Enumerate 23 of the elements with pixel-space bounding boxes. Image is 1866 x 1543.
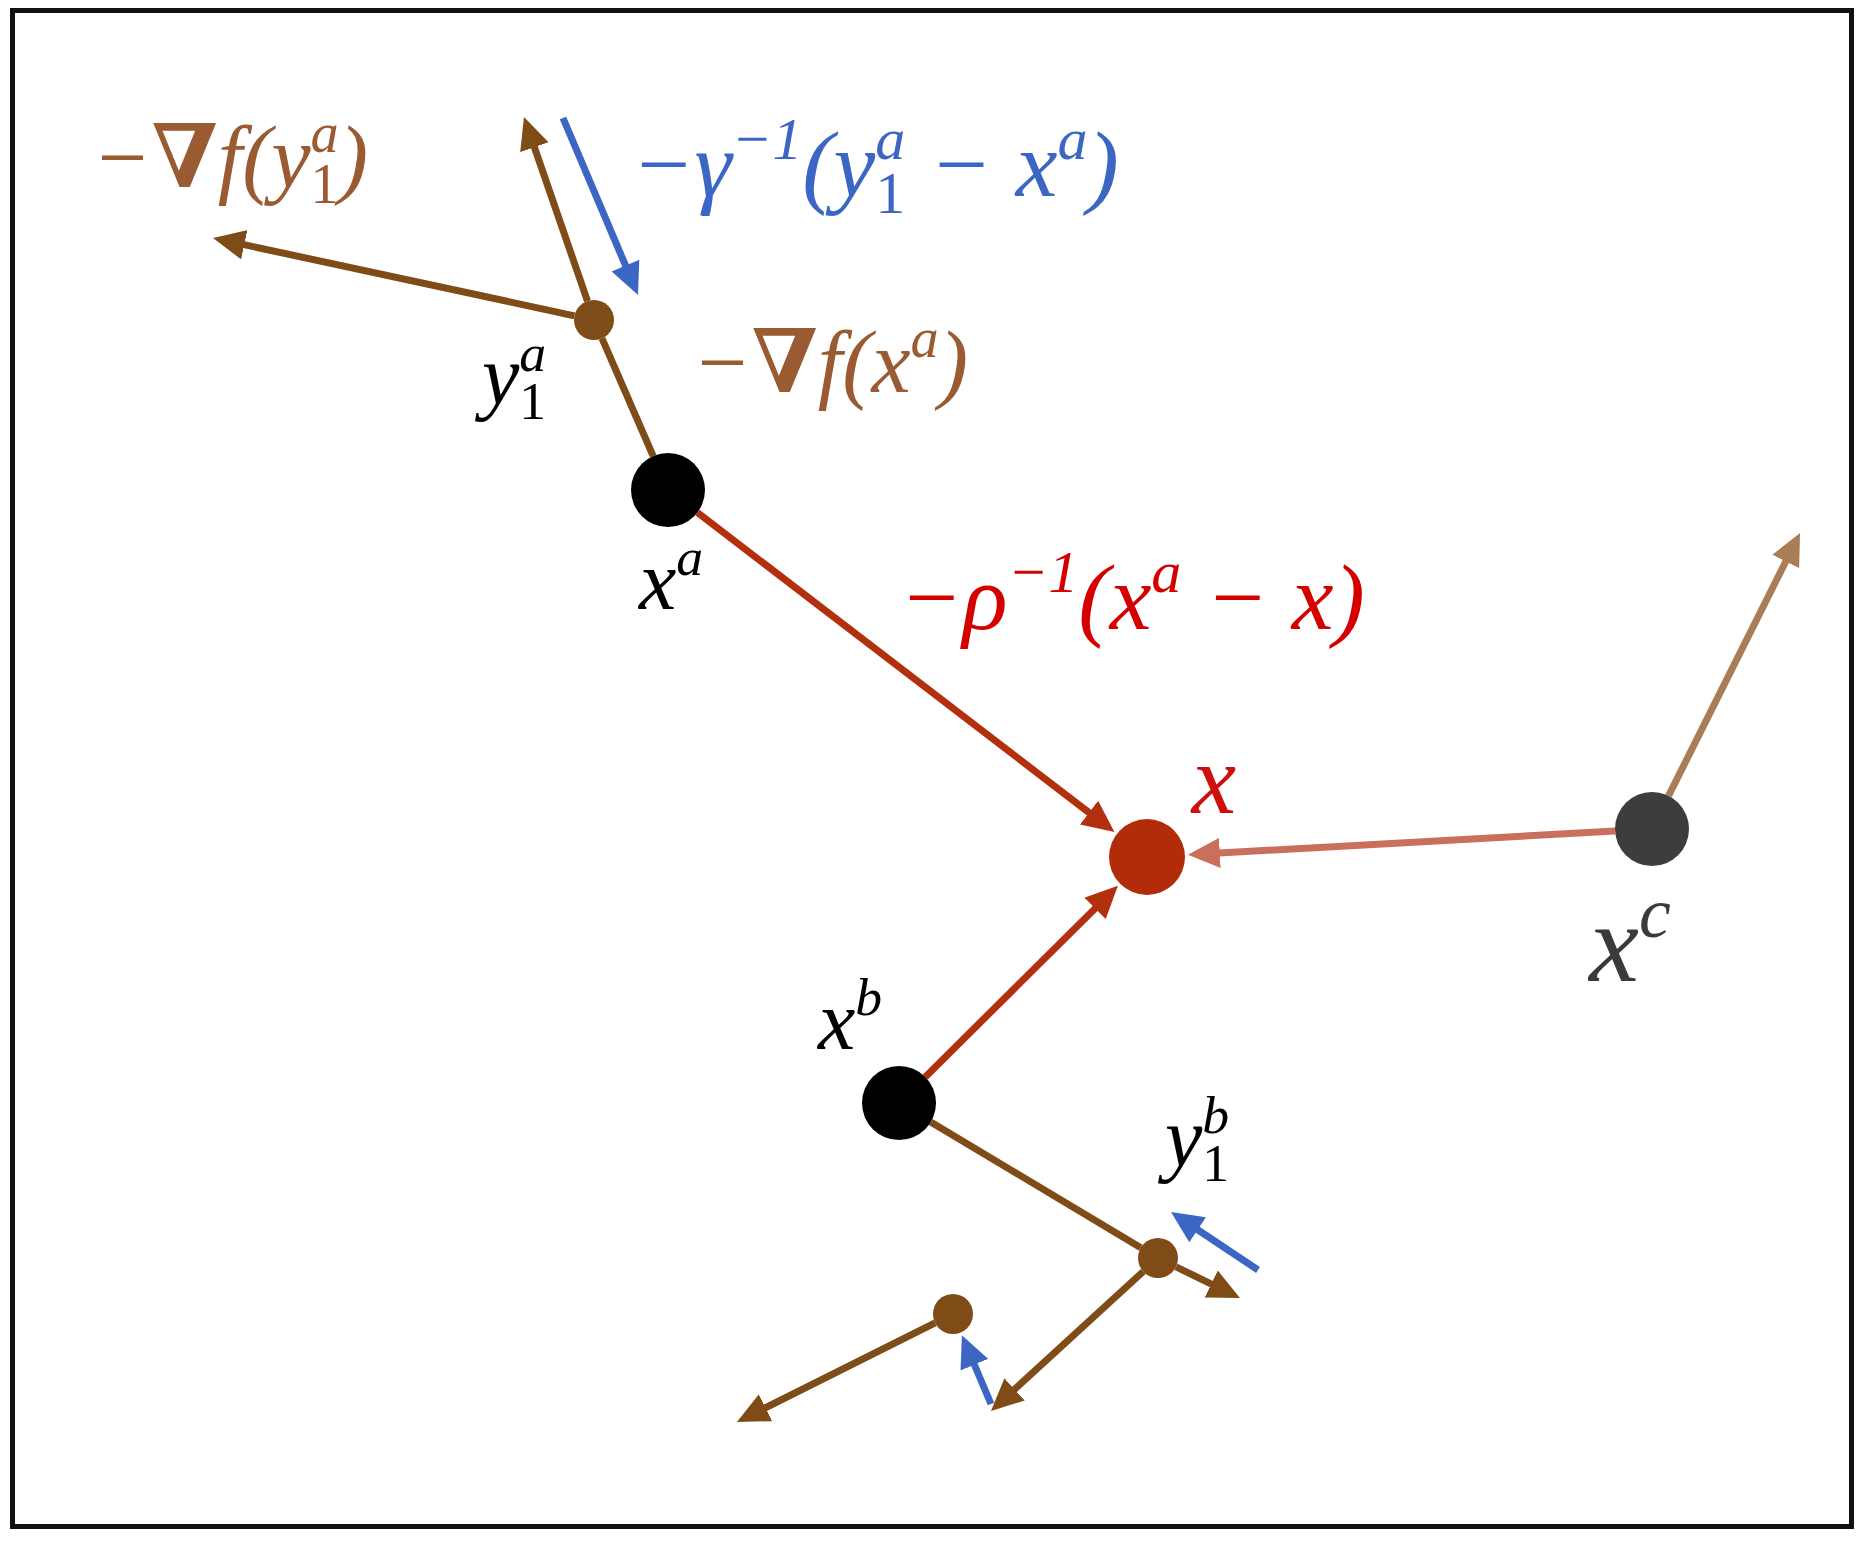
arrow xyxy=(520,117,591,303)
point-label: x$^{b}$ xyxy=(816,966,884,1070)
arrow xyxy=(990,1268,1146,1411)
point-dot xyxy=(1138,1238,1178,1278)
formula-label: −∇f(y$_{1}$$^{a}$) xyxy=(91,101,369,217)
arrow xyxy=(1174,1263,1240,1299)
arrow xyxy=(922,885,1118,1080)
formula-label: −ρ$^{−1}$(x$^{a}$ − x) xyxy=(898,537,1366,652)
arrow xyxy=(736,1319,937,1423)
connector-line xyxy=(928,1119,1143,1251)
formula-label: −γ$^{−1}$(y$_{1}$$^{a}$ − x$^{a}$) xyxy=(630,104,1120,229)
point-dot xyxy=(574,300,614,340)
arrow xyxy=(960,1335,995,1406)
arrow xyxy=(695,509,1115,833)
arrow xyxy=(1665,532,1801,798)
point-dot xyxy=(933,1294,973,1334)
arrow xyxy=(1187,827,1616,868)
arrow xyxy=(213,230,576,320)
formula-label: −∇f(x$^{a}$) xyxy=(691,306,969,413)
point-label: x$^{c}$ xyxy=(1587,871,1672,1008)
point-label: x xyxy=(1189,723,1238,837)
connector-line xyxy=(598,336,657,458)
point-label: x$^{a}$ xyxy=(637,526,705,630)
